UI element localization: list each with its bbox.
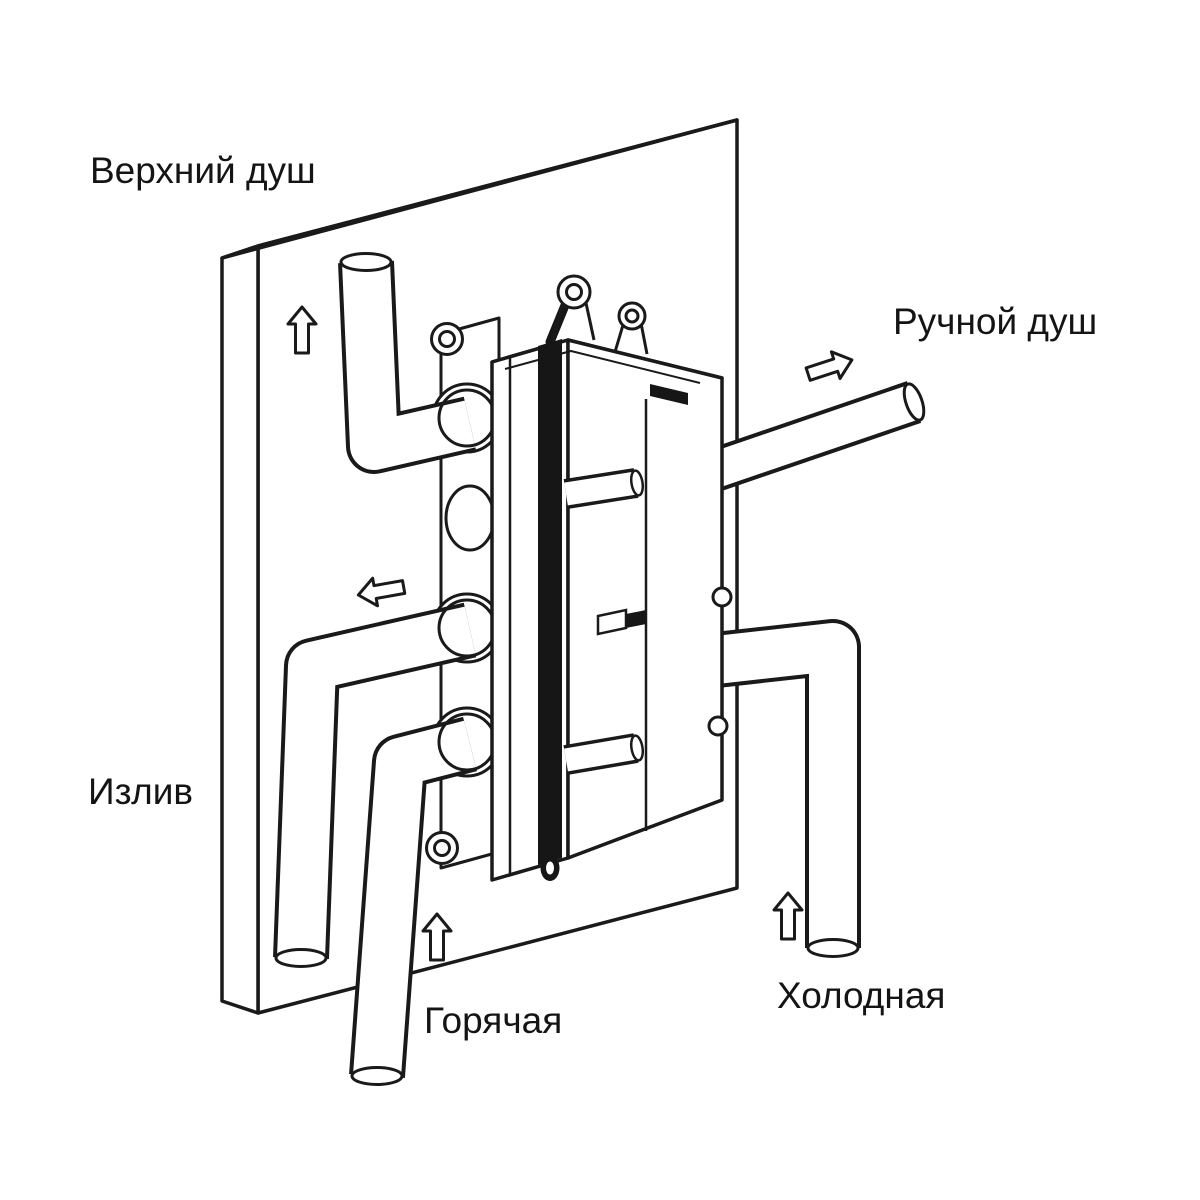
connection-stub-lower xyxy=(563,733,645,775)
screw-hole xyxy=(438,330,456,348)
connection-stub-upper xyxy=(563,468,645,509)
pipe-end-cap xyxy=(274,948,328,968)
hot-water-pipe xyxy=(349,716,477,1086)
label-top-shower: Верхний душ xyxy=(90,150,316,191)
bottom-mounting-ear xyxy=(425,831,459,865)
cold-water-pipe xyxy=(694,619,861,958)
pipe-end-cap xyxy=(339,252,393,272)
valve-box xyxy=(490,338,724,882)
top-shower-pipe xyxy=(338,252,477,474)
label-hand-shower: Ручной душ xyxy=(893,301,1097,342)
valve-box-details xyxy=(596,384,733,737)
valve-box-top-rim xyxy=(504,350,701,384)
bolt-hole xyxy=(624,308,640,324)
indicator-tab xyxy=(650,384,688,405)
pipe-end-cap xyxy=(902,382,926,422)
top-mounting-ear xyxy=(430,322,464,356)
wall-side-edge xyxy=(220,244,260,1015)
pipe-end-cap xyxy=(350,1066,404,1086)
top-bracket-left xyxy=(550,274,596,342)
top-bracket-right xyxy=(613,301,649,355)
right-arrow-icon xyxy=(802,345,858,389)
bolt-hole xyxy=(565,283,583,301)
label-spout: Излив xyxy=(88,771,193,812)
plate-oval-cutout xyxy=(444,484,496,552)
labels: Верхний душ Ручной душ Излив Горячая Хол… xyxy=(88,150,1097,1041)
pipe-end-cap xyxy=(806,938,860,958)
clip-slot xyxy=(626,610,646,628)
screw-hole xyxy=(433,839,451,857)
spout-pipe xyxy=(273,602,477,968)
wall-top-edge xyxy=(220,118,739,260)
hand-shower-pipe xyxy=(678,381,926,501)
edge-notch-upper xyxy=(711,586,733,608)
edge-notch-lower xyxy=(707,715,729,737)
up-arrow-icon xyxy=(772,891,804,941)
label-hot: Горячая xyxy=(424,1000,562,1041)
label-cold: Холодная xyxy=(777,975,945,1016)
